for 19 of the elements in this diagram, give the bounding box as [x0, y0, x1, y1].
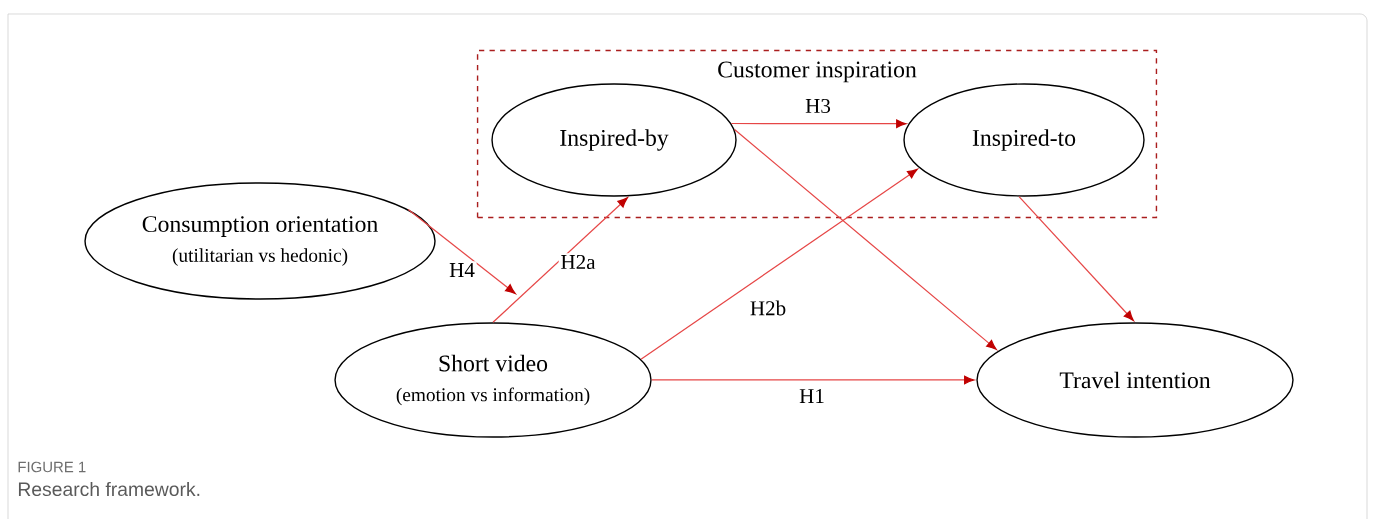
- arrow: [640, 168, 918, 360]
- edge-label: H4: [447, 261, 477, 279]
- arrow: [407, 208, 516, 295]
- arrow: [730, 119, 907, 129]
- ellipse-node: Travel intention: [976, 322, 1294, 438]
- edge-label: H2b: [748, 298, 788, 318]
- edge-label: H2a: [558, 253, 598, 271]
- arrow: [651, 375, 975, 385]
- ellipse-node: Consumption orientation (utilitarian vs hedonic): [84, 182, 436, 300]
- ellipse-node: Inspired-by: [491, 83, 737, 197]
- caption: Research framework.: [18, 481, 200, 497]
- arrow: [1018, 196, 1134, 322]
- ellipse-node: Short video (emotion vs information): [334, 322, 652, 438]
- edge-label: H3: [803, 97, 833, 115]
- figure-number: FIGURE 1: [18, 461, 86, 473]
- ellipse-node: Inspired-to: [903, 83, 1145, 197]
- arrow: [733, 128, 997, 350]
- edge-label: H1: [797, 387, 827, 405]
- arrow: [492, 197, 628, 323]
